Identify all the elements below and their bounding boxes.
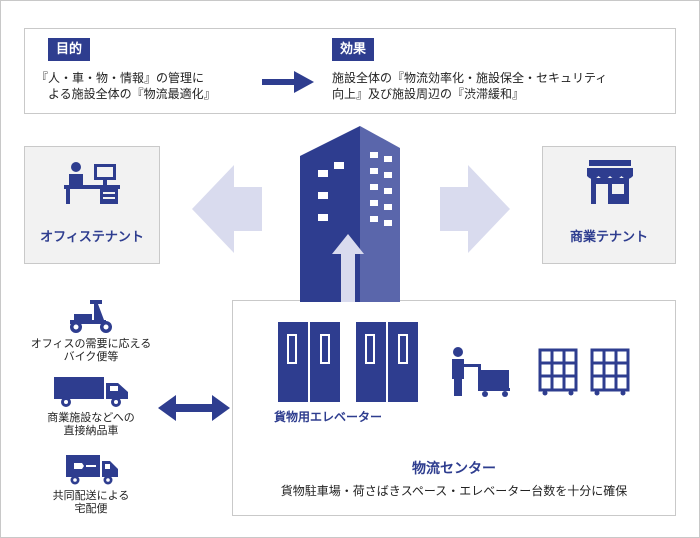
vehicle-van-line2: 宅配便 <box>74 502 108 515</box>
worker-cart-icon <box>452 347 510 397</box>
freight-elevator-icon <box>278 322 418 402</box>
logistics-center-panel <box>232 300 676 516</box>
purpose-text-line2: よる施設全体の『物流最適化』 <box>48 87 216 101</box>
effect-text-line1: 施設全体の『物流効率化・施設保全・セキュリティ <box>332 71 608 85</box>
effect-tag: 効果 <box>332 38 375 61</box>
office-tenant-panel <box>24 146 160 264</box>
commercial-tenant-label: 商業テナント <box>569 230 648 245</box>
truck-icon <box>54 377 128 407</box>
arrow-to-commercial <box>440 165 510 253</box>
delivery-van-icon <box>66 455 118 485</box>
vehicle-motorbike-line1: オフィスの需要に応える <box>30 337 152 350</box>
office-tenant-label: オフィステナント <box>40 230 144 245</box>
vehicle-van-line1: 共同配送による <box>52 489 130 502</box>
logistics-center-title: 物流センター <box>412 461 496 477</box>
vehicle-truck-line1: 商業施設などへの <box>47 411 135 424</box>
vehicle-motorbike-line2: バイク便等 <box>63 350 119 363</box>
building-icon <box>300 126 400 302</box>
freight-elevator-label: 貨物用エレベーター <box>274 410 383 424</box>
roll-cage-icon-2 <box>590 348 630 396</box>
purpose-text-line1: 『人・車・物・情報』の管理に <box>36 71 205 85</box>
effect-text-line2: 向上』及び施設周辺の『渋滞緩和』 <box>332 87 525 101</box>
arrow-to-office <box>192 165 262 253</box>
motorbike-icon <box>70 300 112 333</box>
logistics-center-description: 貨物駐車場・荷さばきスペース・エレベーター台数を十分に確保 <box>280 484 628 498</box>
office-worker-icon <box>64 162 120 204</box>
roll-cage-icon-1 <box>538 348 578 396</box>
vehicle-truck-line2: 直接納品車 <box>63 424 119 437</box>
storefront-icon <box>587 160 633 204</box>
purpose-tag: 目的 <box>48 38 91 61</box>
double-arrow-icon <box>158 395 230 421</box>
purpose-to-effect-arrow <box>262 71 314 93</box>
